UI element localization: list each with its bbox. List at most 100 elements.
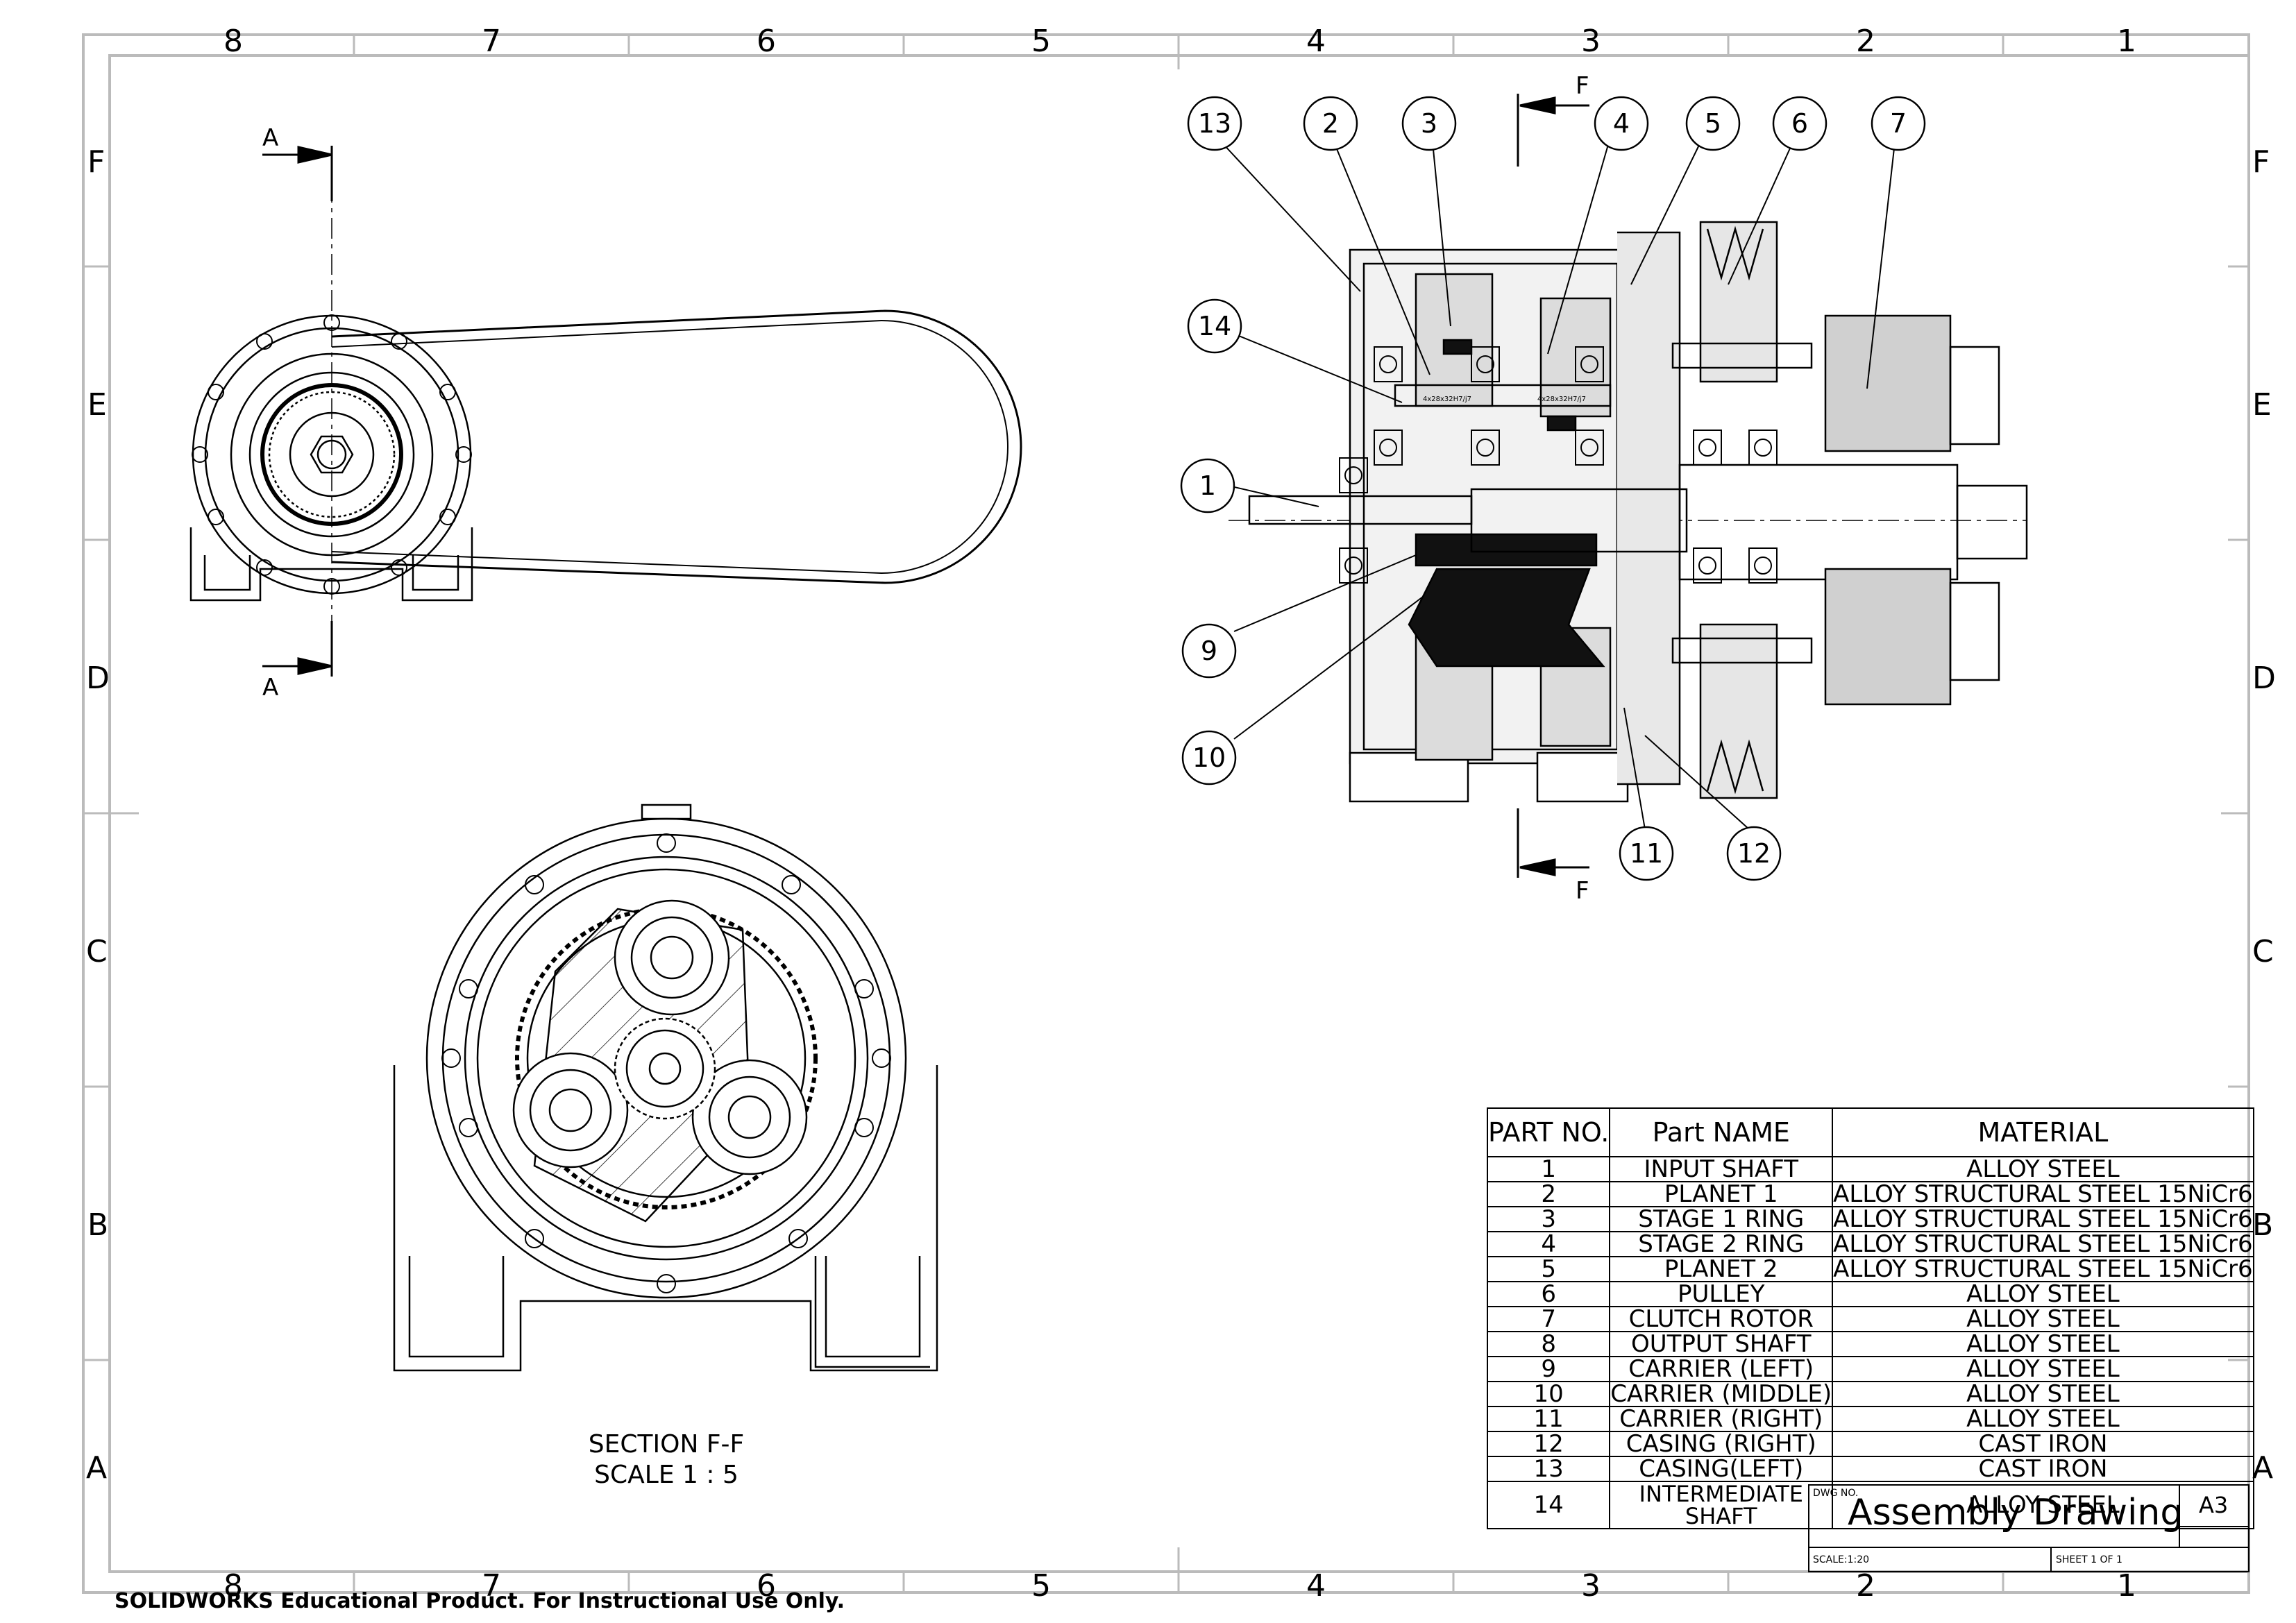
zone-col-top: 2 <box>1856 24 1875 59</box>
drawing-title: Assembly Drawing <box>1848 1492 2184 1533</box>
zone-col-bottom: 7 <box>482 1568 501 1604</box>
balloon-leaders <box>1221 142 1896 830</box>
bom-header-row: PART NO. Part NAME MATERIAL <box>1486 1107 2254 1157</box>
zone-col-bottom: 6 <box>757 1568 776 1604</box>
bom-part-name: STAGE 1 RING <box>1609 1206 1834 1232</box>
section-caption-scale: SCALE 1 : 5 <box>594 1461 738 1489</box>
section-caption: SECTION F-F SCALE 1 : 5 <box>527 1429 805 1490</box>
section-a-arrows <box>262 146 333 677</box>
balloons <box>1180 96 1926 881</box>
bom-part-name: CARRIER (LEFT) <box>1609 1356 1834 1382</box>
section-caption-title: SECTION F-F <box>588 1430 745 1459</box>
zone-col-top: 5 <box>1031 24 1051 59</box>
zone-row-right: C <box>2252 934 2274 969</box>
bom-part-name: CASING (RIGHT) <box>1609 1431 1834 1457</box>
bom-header-part-name: Part NAME <box>1609 1107 1834 1157</box>
bom-part-no: 13 <box>1486 1456 1611 1482</box>
section-a-label-bottom: A <box>262 674 278 702</box>
sheet-size: A3 <box>2199 1492 2229 1518</box>
zone-row-left: A <box>86 1450 107 1486</box>
balloon-10: 10 <box>1192 742 1226 773</box>
balloon-14: 14 <box>1198 311 1231 341</box>
zone-col-bottom: 1 <box>2117 1568 2136 1604</box>
section-view-assembly <box>1229 221 2028 803</box>
bom-part-name: PLANET 2 <box>1609 1256 1834 1282</box>
bom-material: ALLOY STEEL <box>1832 1381 2254 1407</box>
fit-note-left: 4x28x32H7/j7 <box>1423 396 1471 403</box>
bom-part-name: CASING(LEFT) <box>1609 1456 1834 1482</box>
bom-part-no: 10 <box>1486 1381 1611 1407</box>
bom-part-no: 4 <box>1486 1231 1611 1257</box>
bom-part-no: 9 <box>1486 1356 1611 1382</box>
bom-part-no: 6 <box>1486 1281 1611 1307</box>
balloon-12: 12 <box>1737 838 1771 869</box>
section-f-label-bottom: F <box>1576 877 1589 905</box>
bom-header-material: MATERIAL <box>1832 1107 2254 1157</box>
bom-material: ALLOY STRUCTURAL STEEL 15NiCr6 <box>1832 1231 2254 1257</box>
bom-part-name: CLUTCH ROTOR <box>1609 1306 1834 1332</box>
zone-row-left: E <box>87 387 107 423</box>
balloon-13: 13 <box>1198 108 1231 139</box>
bom-part-name: PULLEY <box>1609 1281 1834 1307</box>
zone-row-left: D <box>86 661 110 696</box>
zone-col-bottom: 3 <box>1581 1568 1601 1604</box>
bom-part-no: 12 <box>1486 1431 1611 1457</box>
bom-part-no: 5 <box>1486 1256 1611 1282</box>
zone-col-top: 3 <box>1581 24 1601 59</box>
balloon-11: 11 <box>1630 838 1663 869</box>
balloon-2: 2 <box>1322 108 1339 139</box>
bom-part-no: 1 <box>1486 1156 1611 1182</box>
watermark: SOLIDWORKS Educational Product. For Inst… <box>115 1589 845 1613</box>
zone-ticks <box>83 35 2249 1592</box>
zone-row-right: A <box>2252 1450 2273 1486</box>
bom-part-no: 14 <box>1486 1481 1611 1529</box>
zone-row-right: B <box>2252 1207 2273 1243</box>
bom-part-name: INPUT SHAFT <box>1609 1156 1834 1182</box>
zone-col-bottom: 2 <box>1856 1568 1875 1604</box>
fit-note-right: 4x28x32H7/j7 <box>1537 396 1586 403</box>
balloon-7: 7 <box>1890 108 1907 139</box>
bom-material: ALLOY STRUCTURAL STEEL 15NiCr6 <box>1832 1181 2254 1207</box>
bom-part-no: 7 <box>1486 1306 1611 1332</box>
zone-col-top: 4 <box>1306 24 1326 59</box>
bom-material: ALLOY STRUCTURAL STEEL 15NiCr6 <box>1832 1206 2254 1232</box>
bom-material: ALLOY STEEL <box>1832 1306 2254 1332</box>
bom-material: ALLOY STEEL <box>1832 1281 2254 1307</box>
bom-material: ALLOY STEEL <box>1832 1481 2254 1529</box>
zone-row-right: E <box>2252 387 2272 423</box>
bom-material: CAST IRON <box>1832 1431 2254 1457</box>
section-f-label-top: F <box>1576 72 1589 100</box>
zone-row-right: F <box>2252 144 2270 180</box>
bom-material: CAST IRON <box>1832 1456 2254 1482</box>
zone-col-bottom: 4 <box>1306 1568 1326 1604</box>
balloon-9: 9 <box>1201 636 1217 666</box>
bom-material: ALLOY STEEL <box>1832 1156 2254 1182</box>
bom-part-name: INTERMEDIATE SHAFT <box>1609 1481 1834 1529</box>
bom-part-no: 8 <box>1486 1331 1611 1357</box>
balloon-1: 1 <box>1199 470 1216 501</box>
bom-material: ALLOY STEEL <box>1832 1331 2254 1357</box>
bom-material: ALLOY STRUCTURAL STEEL 15NiCr6 <box>1832 1256 2254 1282</box>
bom-part-no: 3 <box>1486 1206 1611 1232</box>
balloon-3: 3 <box>1421 108 1437 139</box>
zone-col-bottom: 5 <box>1031 1568 1051 1604</box>
dwg-no-label: DWG NO. <box>1813 1488 1859 1499</box>
zone-col-top: 8 <box>223 24 243 59</box>
zone-row-left: B <box>87 1207 108 1243</box>
balloon-5: 5 <box>1705 108 1721 139</box>
section-ff-view <box>393 804 938 1372</box>
